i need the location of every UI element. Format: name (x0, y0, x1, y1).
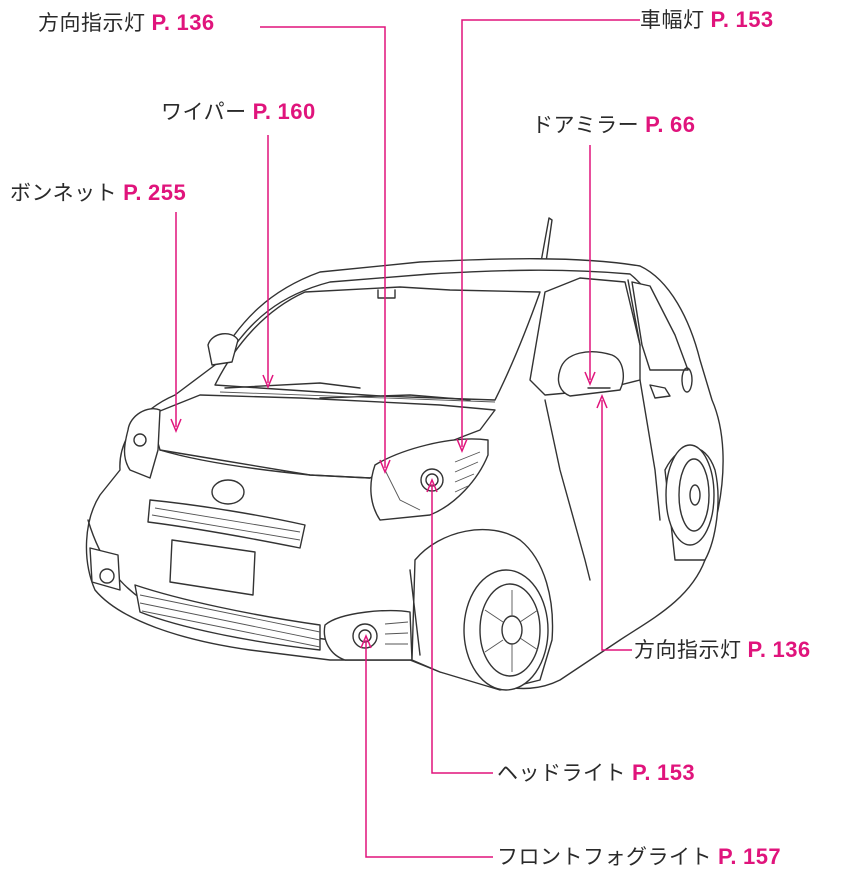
wiper-blade (224, 382, 361, 389)
far-headlight (123, 408, 161, 479)
door-handle (649, 384, 671, 399)
fog-light-housing (323, 609, 413, 661)
callout-name: 方向指示灯 (634, 638, 742, 662)
leader-turn-signal-top (260, 26, 386, 468)
callout-name: ドアミラー (532, 113, 640, 137)
lower-grille (134, 584, 321, 651)
leader-turn-signal-side (601, 400, 632, 651)
front-tire (463, 569, 549, 691)
callout-name: 方向指示灯 (38, 11, 146, 35)
emblem (211, 479, 245, 505)
front-wheel (479, 583, 541, 677)
page-reference-link[interactable]: P.160 (252, 99, 316, 124)
page-reference-link[interactable]: P.136 (151, 10, 215, 35)
far-mirror (207, 333, 239, 366)
page-reference-link[interactable]: P.66 (645, 112, 696, 137)
leader-side-marker (461, 19, 640, 447)
page-reference-link[interactable]: P.255 (123, 180, 187, 205)
leader-headlight (431, 484, 493, 774)
leader-lines (170, 19, 640, 858)
page-reference-link[interactable]: P.157 (718, 844, 782, 869)
door-line (544, 379, 661, 581)
antenna (540, 217, 553, 263)
page-reference-link[interactable]: P.153 (632, 760, 696, 785)
license-plate (169, 539, 256, 596)
windshield (214, 286, 541, 401)
rear-side-window (631, 281, 689, 371)
page-reference-link[interactable]: P.153 (710, 7, 774, 32)
callout-name: フロントフォグライト (497, 845, 712, 869)
leader-fog-light (365, 640, 493, 858)
callout-name: ワイパー (161, 100, 247, 124)
car-body (85, 217, 724, 691)
callout-name: ヘッドライト (497, 761, 626, 785)
callout-name: 車幅灯 (640, 8, 705, 32)
upper-grille (147, 499, 306, 549)
page-reference-link[interactable]: P.136 (747, 637, 811, 662)
door-mirror (557, 351, 624, 397)
rear-side-lamp (681, 367, 693, 393)
callout-name: ボンネット (10, 181, 118, 205)
rear-wheel (678, 458, 710, 532)
inner-mirror (377, 289, 396, 299)
